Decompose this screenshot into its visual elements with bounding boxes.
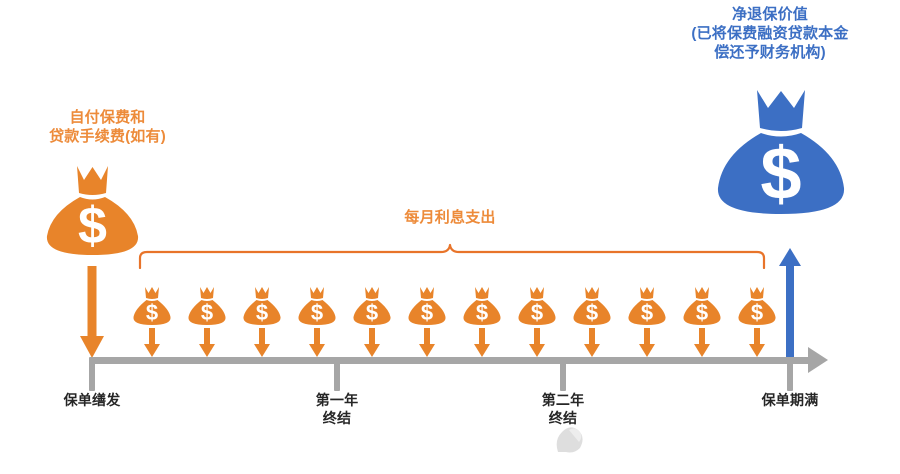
interest-outflow-arrow [474, 328, 490, 358]
interest-money-bag-icon: $ [627, 285, 667, 327]
axis-label-year-1-end: 第一年 终结 [315, 392, 359, 426]
premium-money-bag-icon: $ [44, 163, 141, 263]
svg-text:$: $ [760, 132, 801, 215]
svg-text:$: $ [146, 300, 158, 325]
interest-outflow-arrow [309, 328, 325, 358]
svg-text:$: $ [696, 300, 708, 325]
svg-text:$: $ [476, 300, 488, 325]
interest-outflow-arrow [639, 328, 655, 358]
svg-text:$: $ [78, 197, 107, 255]
interest-money-bag-icon: $ [572, 285, 612, 327]
svg-text:$: $ [421, 300, 433, 325]
svg-text:$: $ [531, 300, 543, 325]
interest-money-bag-icon: $ [132, 285, 172, 327]
interest-outflow-arrow [584, 328, 600, 358]
interest-money-bag-icon: $ [187, 285, 227, 327]
interest-outflow-arrow [694, 328, 710, 358]
watermark-artifact [552, 424, 586, 454]
tick-policy-maturity [787, 357, 793, 391]
interest-outflow-arrow [749, 328, 765, 358]
interest-outflow-arrow [199, 328, 215, 358]
monthly-interest-note: 每月利息支出 [404, 209, 496, 226]
interest-money-bag-icon: $ [737, 285, 777, 327]
monthly-interest-brace [138, 243, 766, 269]
timeline-axis [92, 357, 814, 364]
interest-money-bag-icon: $ [682, 285, 722, 327]
axis-label-year-2-end: 第二年 终结 [541, 392, 585, 426]
axis-label-policy-maturity: 保单期满 [761, 392, 819, 408]
interest-outflow-arrow [419, 328, 435, 358]
svg-text:$: $ [751, 300, 763, 325]
net-surrender-inflow-arrow [778, 248, 802, 360]
svg-text:$: $ [311, 300, 323, 325]
interest-outflow-arrow [254, 328, 270, 358]
interest-money-bag-icon: $ [407, 285, 447, 327]
interest-money-bag-icon: $ [297, 285, 337, 327]
premium-payment-note: 自付保费和 贷款手续费(如有) [49, 109, 166, 146]
axis-label-policy-issue: 保单缮发 [63, 392, 121, 408]
svg-text:$: $ [641, 300, 653, 325]
svg-text:$: $ [201, 300, 213, 325]
interest-outflow-arrow [364, 328, 380, 358]
timeline-axis-arrowhead [808, 347, 828, 373]
tick-policy-issue [89, 357, 95, 391]
interest-money-bag-icon: $ [462, 285, 502, 327]
svg-text:$: $ [366, 300, 378, 325]
svg-text:$: $ [586, 300, 598, 325]
tick-year-2-end [560, 357, 566, 391]
premium-outflow-arrow [80, 266, 104, 358]
interest-money-bag-icon: $ [352, 285, 392, 327]
interest-money-bag-icon: $ [517, 285, 557, 327]
interest-money-bag-icon: $ [242, 285, 282, 327]
interest-outflow-arrow [529, 328, 545, 358]
net-surrender-value-note: 净退保价值 (已将保费融资贷款本金 偿还予财务机构) [691, 6, 849, 62]
svg-text:$: $ [256, 300, 268, 325]
interest-outflow-arrow [144, 328, 160, 358]
tick-year-1-end [334, 357, 340, 391]
net-surrender-money-bag-icon: $ [715, 86, 847, 226]
